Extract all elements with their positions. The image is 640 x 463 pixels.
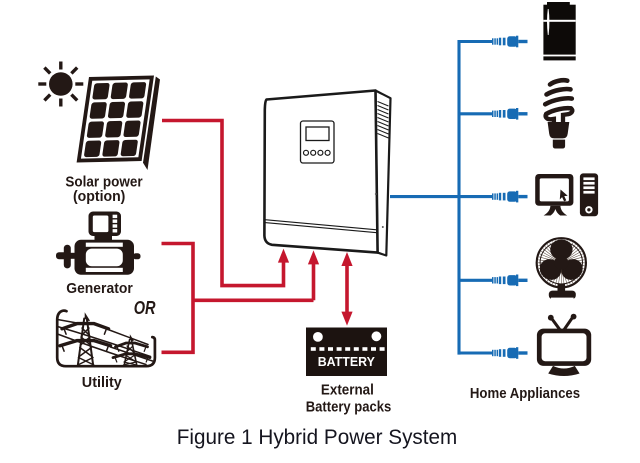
svg-text:OR: OR	[134, 297, 156, 318]
svg-text:BATTERY: BATTERY	[318, 355, 376, 369]
svg-text:Utility: Utility	[82, 374, 123, 391]
svg-text:Solar power: Solar power	[65, 174, 142, 191]
svg-text:Figure 1 Hybrid Power System: Figure 1 Hybrid Power System	[177, 425, 458, 449]
svg-text:Battery packs: Battery packs	[306, 399, 392, 416]
svg-text:External: External	[321, 382, 374, 399]
svg-text:(option): (option)	[73, 188, 125, 205]
svg-text:Home Appliances: Home Appliances	[470, 385, 580, 402]
svg-text:Generator: Generator	[66, 280, 133, 297]
